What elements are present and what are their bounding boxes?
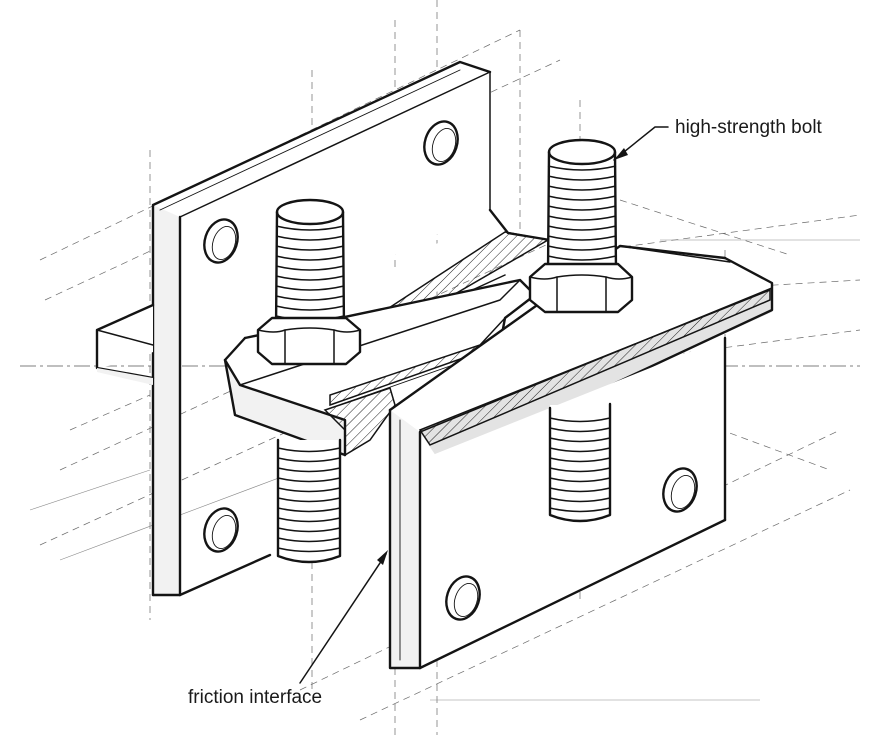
leader-high-strength-bolt bbox=[613, 126, 669, 161]
bolt-hole-upper-left bbox=[203, 218, 239, 264]
splice-block bbox=[223, 278, 537, 457]
bolt-hole-upper-right bbox=[423, 120, 459, 166]
left-bolt-lower-shank bbox=[276, 438, 342, 564]
bolt-hole-lower-right bbox=[662, 467, 698, 513]
left-hex-nut bbox=[256, 316, 362, 366]
bolt-hole-lower-center bbox=[445, 575, 481, 621]
left-bolt-upper-shank bbox=[274, 198, 346, 332]
leader-friction-interface bbox=[299, 550, 388, 684]
right-bolt-upper-shank bbox=[546, 138, 618, 275]
right-angle-horizontal-flange bbox=[388, 244, 774, 467]
bolt-hole-lower-left bbox=[203, 507, 239, 553]
label-high-strength-bolt: high-strength bolt bbox=[675, 117, 823, 138]
left-flange-tab bbox=[95, 303, 155, 385]
left-angle-vertical-leg bbox=[151, 60, 492, 597]
right-hex-nut bbox=[528, 262, 634, 314]
right-bolt-lower-shank bbox=[548, 402, 612, 523]
label-friction-interface: friction interface bbox=[188, 687, 322, 708]
